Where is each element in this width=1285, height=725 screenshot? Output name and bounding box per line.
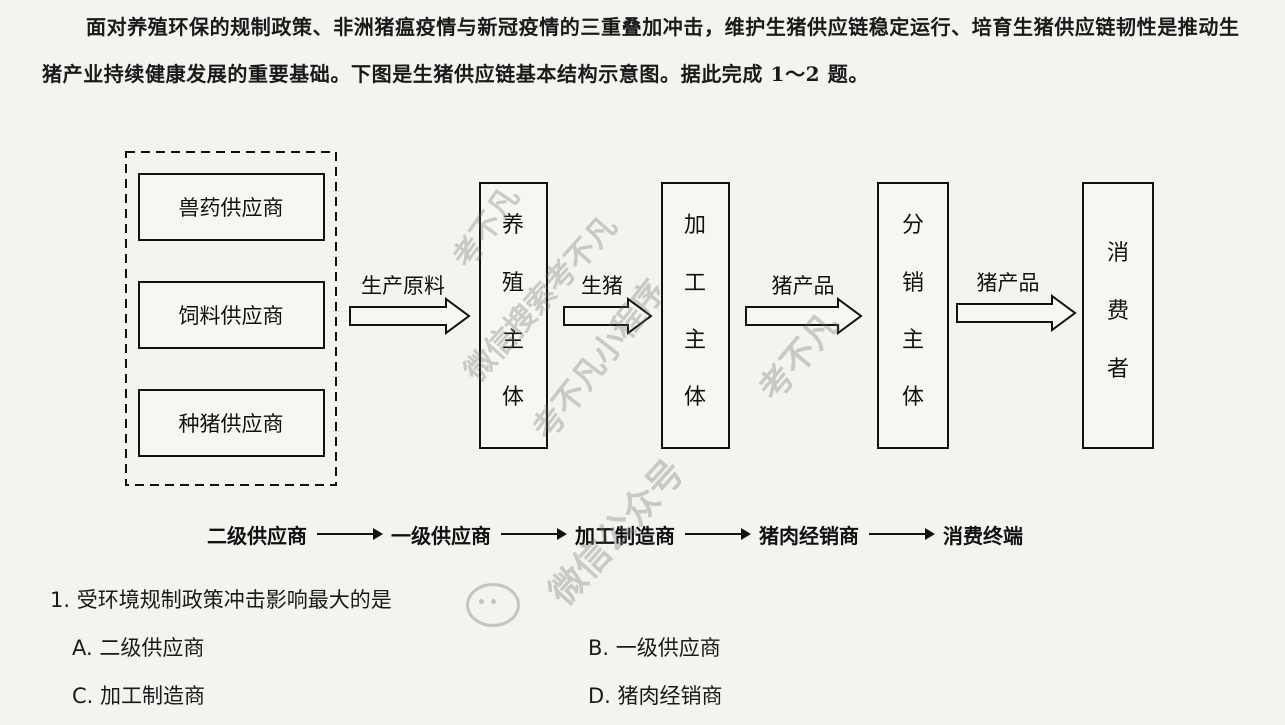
- chain-level: 消费终端: [943, 523, 1023, 548]
- entity-label: 分销主体: [902, 213, 924, 410]
- entity-box-processing: [661, 182, 730, 449]
- flow-label: 生产原料: [361, 274, 445, 298]
- supplier-label: 种猪供应商: [179, 412, 284, 436]
- chain-level: 加工制造商: [575, 523, 675, 548]
- entity-box-breeding: [479, 182, 548, 449]
- flow-arrow: [563, 297, 653, 335]
- entity-label: 养殖主体: [502, 213, 524, 410]
- question-stem: 1. 受环境规制政策冲击影响最大的是: [50, 588, 392, 612]
- supplier-box: 饲料供应商: [138, 281, 325, 349]
- flow-label: 猪产品: [977, 271, 1040, 295]
- chain-level: 二级供应商: [207, 523, 307, 548]
- chain-level: 一级供应商: [391, 523, 491, 548]
- wechat-logo-icon: [466, 583, 520, 627]
- chain-level: 猪肉经销商: [759, 523, 859, 548]
- flow-arrow: [745, 297, 863, 335]
- chain-arrow-icon: [317, 528, 383, 540]
- supplier-box: 种猪供应商: [138, 389, 325, 457]
- chain-arrow-icon: [685, 528, 751, 540]
- chain-arrow-icon: [869, 528, 935, 540]
- supplier-group-border: [125, 151, 337, 486]
- option-d[interactable]: D. 猪肉经销商: [588, 684, 723, 708]
- entity-label: 加工主体: [684, 213, 706, 410]
- option-c[interactable]: C. 加工制造商: [72, 684, 206, 708]
- chain-arrow-icon: [501, 528, 567, 540]
- entity-box-consumer: [1082, 182, 1154, 449]
- option-b[interactable]: B. 一级供应商: [588, 636, 721, 660]
- entity-box-distribution: [877, 182, 949, 449]
- flow-arrow: [956, 294, 1077, 332]
- option-a[interactable]: A. 二级供应商: [72, 636, 205, 660]
- flow-arrow: [349, 297, 471, 335]
- entity-label: 消费者: [1107, 241, 1129, 382]
- supplier-label: 兽药供应商: [179, 196, 284, 220]
- supplier-box: 兽药供应商: [138, 173, 325, 241]
- supply-chain-levels: 二级供应商 一级供应商 加工制造商 猪肉经销商 消费终端: [207, 516, 1023, 552]
- flow-label: 猪产品: [772, 274, 835, 298]
- supplier-label: 饲料供应商: [179, 304, 284, 328]
- flow-label: 生猪: [581, 274, 623, 298]
- intro-paragraph: 面对养殖环保的规制政策、非洲猪瘟疫情与新冠疫情的三重叠加冲击，维护生猪供应链稳定…: [42, 15, 1240, 86]
